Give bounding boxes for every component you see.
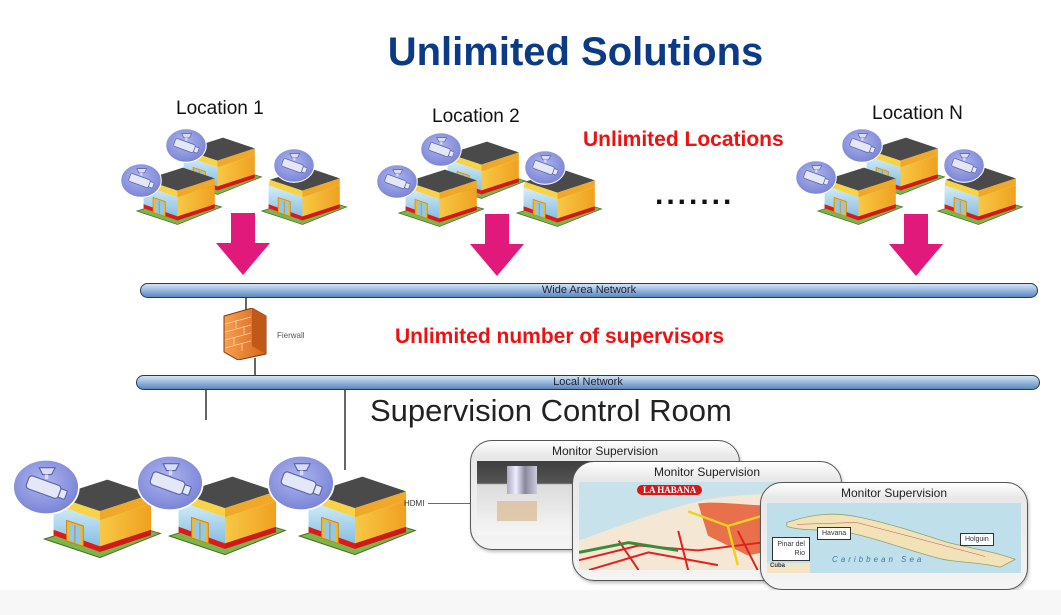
monitor-title: Monitor Supervision [653, 465, 761, 479]
location-1-label: Location 1 [176, 98, 264, 119]
camera-icon [376, 164, 418, 199]
hdmi-cable [428, 503, 472, 504]
monitor-title: Monitor Supervision [551, 444, 659, 458]
page-title: Unlimited Solutions [387, 30, 764, 74]
callout-holguin: Holguin [960, 533, 994, 546]
camera-icon [12, 458, 80, 516]
monitor-country-map: Monitor Supervision Pinar del Rio Havana… [760, 482, 1028, 590]
country-map-view: Pinar del Rio Havana Holguin Caribbean S… [767, 503, 1021, 573]
footer-band [0, 590, 1061, 615]
camera-icon [524, 150, 566, 185]
firewall-icon [223, 308, 267, 360]
local-sites [10, 450, 460, 575]
unlimited-supervisors-label: Unlimited number of supervisors [395, 325, 725, 348]
control-room-title: Supervision Control Room [370, 393, 732, 428]
location-n-sites [793, 128, 1023, 223]
sea-label: Caribbean Sea [832, 555, 925, 564]
location-2-label: Location 2 [432, 106, 520, 127]
arrow-down-icon [889, 214, 943, 276]
callout-pinar-del-rio: Pinar del Rio [772, 537, 810, 561]
connector-line [254, 358, 256, 376]
lan-label: Local Network [553, 376, 623, 388]
camera-icon [120, 163, 162, 198]
location-2-sites [372, 132, 602, 227]
hdmi-label: HDMI [404, 499, 425, 508]
map-title-badge: LA HABANA [637, 485, 703, 495]
arrow-down-icon [470, 214, 524, 276]
camera-feed-thumbnail [507, 466, 537, 494]
callout-havana: Havana [817, 527, 852, 540]
camera-icon [136, 454, 204, 512]
connector-line [205, 390, 207, 420]
unlimited-locations-label: Unlimited Locations [583, 128, 784, 151]
local-network-bus: Local Network [136, 375, 1040, 390]
arrow-down-icon [216, 213, 270, 275]
firewall-label: Fierwall [277, 331, 305, 340]
wide-area-network-bus: Wide Area Network [140, 283, 1038, 298]
camera-icon [795, 160, 837, 195]
camera-icon [943, 148, 985, 183]
location-1-sites [115, 128, 345, 223]
connector-line [344, 390, 346, 470]
monitor-title: Monitor Supervision [840, 486, 948, 500]
connector-line [245, 298, 247, 318]
ellipsis: ....... [655, 178, 735, 211]
location-n-label: Location N [872, 103, 963, 124]
floor-plan-room [497, 501, 537, 521]
camera-icon [273, 148, 315, 183]
wan-label: Wide Area Network [541, 284, 637, 296]
camera-icon [267, 454, 335, 512]
map-legend: Cuba [767, 563, 810, 573]
